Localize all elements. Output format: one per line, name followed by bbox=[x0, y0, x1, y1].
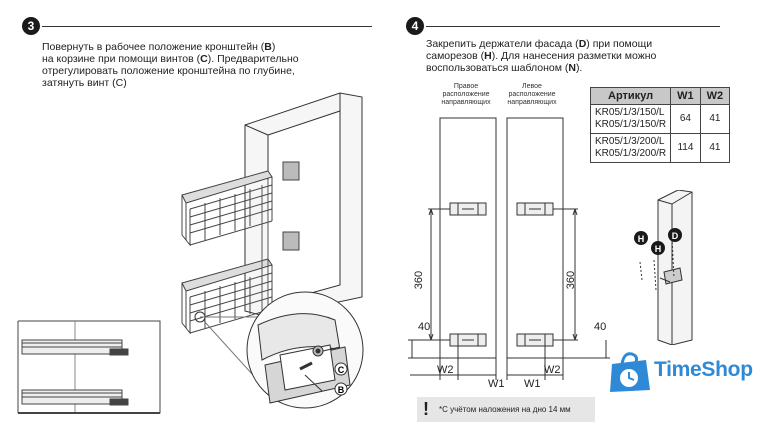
article-code: KR05/1/3/150/L bbox=[595, 107, 665, 118]
shopping-bag-clock-icon bbox=[610, 352, 650, 392]
step-4-rule bbox=[426, 26, 720, 27]
article-code: KR05/1/3/150/R bbox=[595, 119, 667, 130]
step-3-illustration: C B bbox=[17, 92, 364, 414]
w2-cell: 41 bbox=[699, 104, 731, 134]
note-text: *С учётом наложения на дно 14 мм bbox=[439, 405, 571, 414]
table-row: KR05/1/3/150/L KR05/1/3/150/R 64 41 bbox=[589, 104, 731, 134]
article-cell: KR05/1/3/200/L KR05/1/3/200/R bbox=[589, 133, 672, 163]
header-w1: W1 bbox=[670, 87, 701, 105]
header-article: Артикул bbox=[589, 87, 672, 105]
step-3-rule bbox=[42, 26, 372, 27]
dim-360-left: 360 bbox=[413, 271, 425, 289]
callout-c-circle bbox=[334, 362, 348, 376]
step-3-line-4: затянуть винт (C) bbox=[42, 77, 127, 89]
step-4-panel-drawing: 360 360 40 40 W2 W1 W1 W2 bbox=[408, 117, 610, 390]
step-4-line-2: саморезов (H). Для нанесения разметки мо… bbox=[426, 50, 657, 62]
w1-cell: 114 bbox=[670, 133, 701, 163]
header-w2: W2 bbox=[699, 87, 731, 105]
w1-cell: 64 bbox=[670, 104, 701, 134]
dim-40-left: 40 bbox=[418, 321, 430, 333]
step-3-number: 3 bbox=[22, 17, 40, 35]
w2-cell: 41 bbox=[699, 133, 731, 163]
callout-c-label: C bbox=[338, 365, 345, 375]
callout-h-1-circle bbox=[634, 231, 648, 245]
dim-w2-left: W2 bbox=[437, 364, 454, 376]
callout-h-1-label: H bbox=[638, 234, 645, 244]
article-code: KR05/1/3/200/L bbox=[595, 136, 665, 147]
dim-w2-right: W2 bbox=[544, 364, 561, 376]
left-guides-label: Левое расположение направляющих bbox=[507, 83, 557, 106]
note-box: ! *С учётом наложения на дно 14 мм bbox=[417, 397, 595, 422]
dim-w1-right: W1 bbox=[524, 378, 541, 390]
dim-w1-left: W1 bbox=[488, 378, 505, 390]
step-3-line-2: на корзине при помощи винтов (C). Предва… bbox=[42, 53, 299, 65]
panel-left-template bbox=[506, 117, 564, 359]
step-4-instructions: Закрепить держатели фасада (D) при помощ… bbox=[426, 38, 656, 74]
article-code: KR05/1/3/200/R bbox=[595, 148, 667, 159]
step-4-line-3: воспользоваться шаблоном (N). bbox=[426, 62, 583, 74]
panel-right-template bbox=[439, 117, 497, 359]
brand-name: TimeShop bbox=[654, 358, 753, 381]
mounting-detail-drawing: H H D bbox=[634, 190, 693, 345]
callout-b-label: B bbox=[338, 385, 345, 395]
callout-h-2-label: H bbox=[655, 244, 662, 254]
article-cell: KR05/1/3/150/L KR05/1/3/150/R bbox=[589, 104, 672, 134]
callout-h-2-circle bbox=[651, 241, 665, 255]
callout-d-circle bbox=[668, 228, 682, 242]
callout-b-circle bbox=[334, 382, 348, 396]
right-guides-label: Правое расположение направляющих bbox=[441, 83, 491, 106]
spec-table: Артикул W1 W2 KR05/1/3/150/L KR05/1/3/15… bbox=[589, 87, 731, 163]
step-3-line-3: отрегулировать положение кронштейна по г… bbox=[42, 65, 295, 77]
warning-icon: ! bbox=[423, 399, 429, 419]
step-4-line-1: Закрепить держатели фасада (D) при помощ… bbox=[426, 38, 653, 50]
dim-360-right: 360 bbox=[565, 271, 577, 289]
callout-d-label: D bbox=[672, 231, 679, 241]
step-3-instructions: Повернуть в рабочее положение кронштейн … bbox=[42, 41, 299, 89]
step-4-number: 4 bbox=[406, 17, 424, 35]
step-3-line-1: Повернуть в рабочее положение кронштейн … bbox=[42, 41, 276, 53]
table-row: KR05/1/3/200/L KR05/1/3/200/R 114 41 bbox=[589, 133, 731, 163]
spec-table-header: Артикул W1 W2 bbox=[589, 87, 731, 105]
dim-40-right: 40 bbox=[594, 321, 606, 333]
